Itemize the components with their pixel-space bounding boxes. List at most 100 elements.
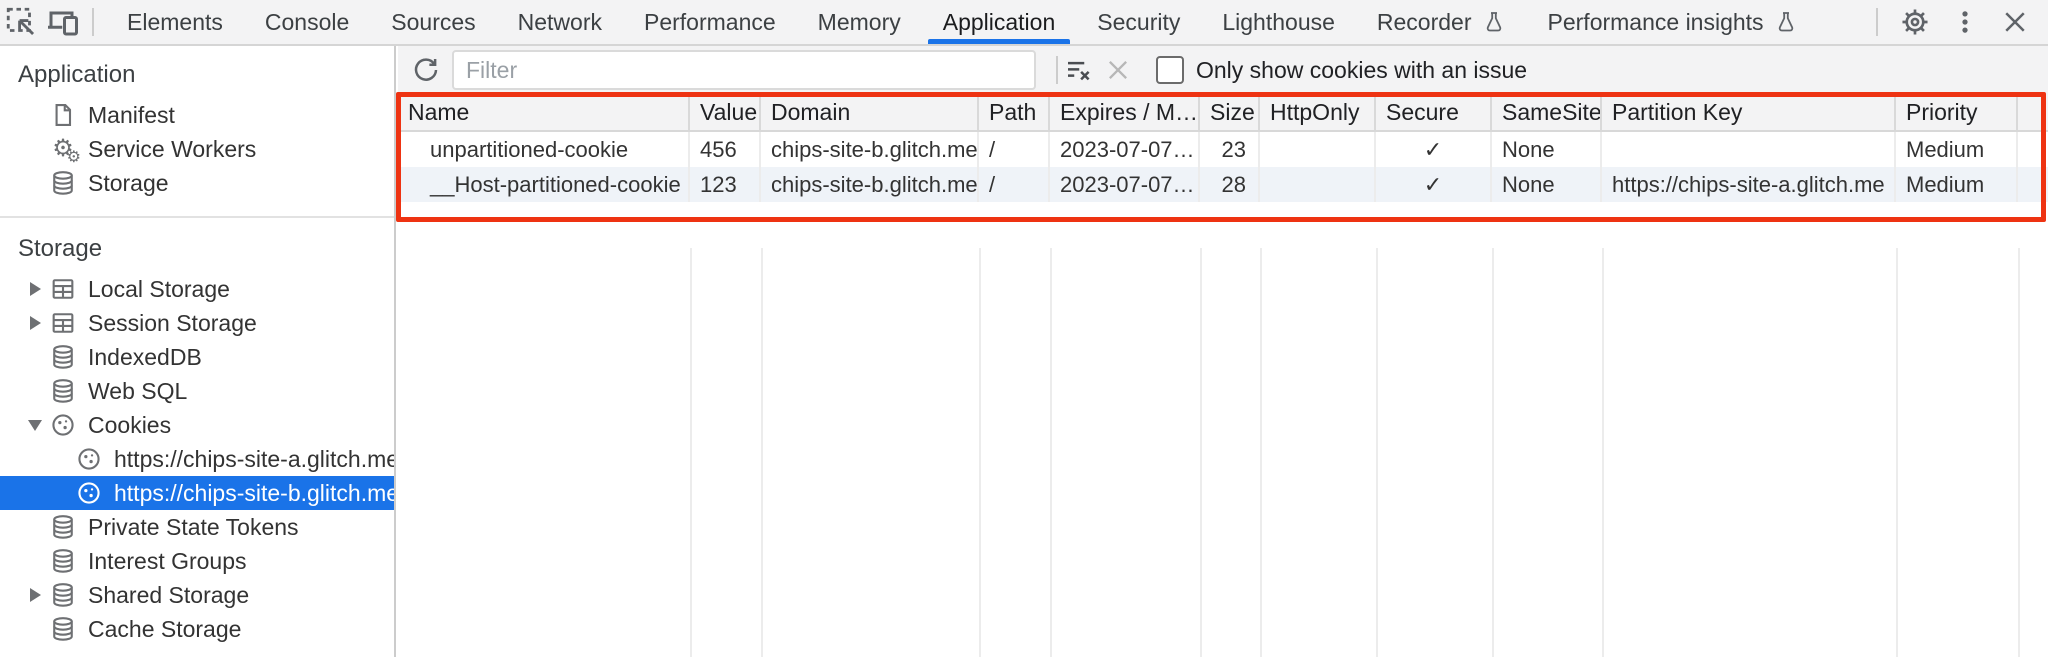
database-icon (48, 376, 78, 406)
cell-httponly[interactable] (1260, 132, 1376, 167)
sidebar-item-manifest[interactable]: Manifest (0, 98, 394, 132)
delete-selected-icon[interactable] (1098, 50, 1138, 90)
cell-partition-key[interactable] (1602, 132, 1896, 167)
inspect-element-icon[interactable] (0, 2, 42, 42)
cell-httponly[interactable] (1260, 167, 1376, 202)
sidebar-item-label: Session Storage (88, 309, 257, 336)
cell-size[interactable]: 28 (1200, 167, 1260, 202)
cell-value[interactable]: 123 (690, 167, 761, 202)
tab-security[interactable]: Security (1076, 0, 1201, 44)
tab-label: Sources (391, 8, 476, 35)
cell-path[interactable]: / (979, 167, 1050, 202)
sidebar-item-label: Local Storage (88, 275, 230, 302)
tab-recorder[interactable]: Recorder (1356, 0, 1527, 44)
column-header-value[interactable]: Value (690, 94, 761, 130)
column-header-httponly[interactable]: HttpOnly (1260, 94, 1376, 130)
sidebar-item-cookie-origin-a[interactable]: https://chips-site-a.glitch.me (0, 442, 394, 476)
sidebar-item-service-workers[interactable]: ⚙⚙ Service Workers (0, 132, 394, 166)
cell-samesite[interactable]: None (1492, 132, 1602, 167)
cell-partition-key[interactable]: https://chips-site-a.glitch.me (1602, 167, 1896, 202)
sidebar-item-cache-storage[interactable]: Cache Storage (0, 612, 394, 646)
sidebar-item-private-state-tokens[interactable]: Private State Tokens (0, 510, 394, 544)
cell-filler (2018, 132, 2048, 167)
column-header-domain[interactable]: Domain (761, 94, 979, 130)
tab-label: Performance (644, 8, 776, 35)
cell-name[interactable]: unpartitioned-cookie (398, 132, 690, 167)
sidebar-item-label: Manifest (88, 101, 175, 128)
expand-collapsed-icon[interactable] (22, 316, 48, 330)
tab-performance[interactable]: Performance (623, 0, 797, 44)
column-header-priority[interactable]: Priority (1896, 94, 2018, 130)
tab-label: Elements (127, 8, 223, 35)
settings-gear-icon[interactable] (1894, 2, 1936, 42)
database-icon (48, 614, 78, 644)
only-show-issue-checkbox[interactable] (1156, 56, 1184, 84)
tab-sources[interactable]: Sources (370, 0, 496, 44)
table-icon (48, 274, 78, 304)
cell-expires[interactable]: 2023-07-07… (1050, 132, 1200, 167)
sidebar-item-label: Web SQL (88, 377, 188, 404)
refresh-icon[interactable] (406, 50, 446, 90)
column-header-name[interactable]: Name (398, 94, 690, 130)
cell-expires[interactable]: 2023-07-07… (1050, 167, 1200, 202)
sidebar-item-label: https://chips-site-b.glitch.me (114, 479, 396, 506)
sidebar-item-interest-groups[interactable]: Interest Groups (0, 544, 394, 578)
sidebar-item-label: Interest Groups (88, 547, 247, 574)
column-header-path[interactable]: Path (979, 94, 1050, 130)
column-header-partition-key[interactable]: Partition Key (1602, 94, 1896, 130)
column-grid-line (1050, 248, 1052, 657)
cookie-icon (48, 410, 78, 440)
sidebar-item-storage[interactable]: Storage (0, 166, 394, 200)
cell-priority[interactable]: Medium (1896, 132, 2018, 167)
tab-network[interactable]: Network (497, 0, 623, 44)
close-devtools-icon[interactable] (1994, 2, 2036, 42)
sidebar-item-cookie-origin-b-selected[interactable]: https://chips-site-b.glitch.me (0, 476, 394, 510)
tab-lighthouse[interactable]: Lighthouse (1201, 0, 1356, 44)
cell-secure-checkmark[interactable]: ✓ (1376, 132, 1492, 167)
cell-size[interactable]: 23 (1200, 132, 1260, 167)
tab-performance-insights[interactable]: Performance insights (1527, 0, 1819, 44)
tab-application[interactable]: Application (922, 0, 1077, 44)
column-header-samesite[interactable]: SameSite (1492, 94, 1602, 130)
cookie-row-host-partitioned[interactable]: __Host-partitioned-cookie 123 chips-site… (398, 167, 2048, 202)
filter-input[interactable] (452, 50, 1036, 90)
sidebar-section-divider (0, 216, 394, 218)
cookie-row-unpartitioned[interactable]: unpartitioned-cookie 456 chips-site-b.gl… (398, 132, 2048, 167)
tab-memory[interactable]: Memory (797, 0, 922, 44)
tab-label: Network (517, 8, 602, 35)
clear-all-cookies-icon[interactable] (1058, 50, 1098, 90)
cell-domain[interactable]: chips-site-b.glitch.me (761, 132, 979, 167)
sidebar-item-label: Cache Storage (88, 615, 242, 642)
column-header-size[interactable]: Size (1200, 94, 1260, 130)
cell-path[interactable]: / (979, 132, 1050, 167)
expand-collapsed-icon[interactable] (22, 588, 48, 602)
more-options-kebab-icon[interactable] (1944, 2, 1986, 42)
tab-console[interactable]: Console (244, 0, 370, 44)
tab-elements[interactable]: Elements (106, 0, 244, 44)
tab-label: Application (942, 8, 1056, 35)
column-header-expires[interactable]: Expires / M… (1050, 94, 1200, 130)
column-header-filler (2018, 94, 2048, 130)
cell-name[interactable]: __Host-partitioned-cookie (398, 167, 690, 202)
sidebar-item-local-storage[interactable]: Local Storage (0, 272, 394, 306)
sidebar-item-web-sql[interactable]: Web SQL (0, 374, 394, 408)
cell-priority[interactable]: Medium (1896, 167, 2018, 202)
cell-samesite[interactable]: None (1492, 167, 1602, 202)
sidebar-item-indexeddb[interactable]: IndexedDB (0, 340, 394, 374)
cell-value[interactable]: 456 (690, 132, 761, 167)
application-sidebar: Application Manifest ⚙⚙ Service Workers (0, 46, 396, 657)
sidebar-item-label: Shared Storage (88, 581, 250, 608)
cookie-icon (74, 478, 104, 508)
device-toolbar-icon[interactable] (42, 2, 84, 42)
sidebar-item-cookies[interactable]: Cookies (0, 408, 394, 442)
column-header-secure[interactable]: Secure (1376, 94, 1492, 130)
cell-secure-checkmark[interactable]: ✓ (1376, 167, 1492, 202)
expand-expanded-icon[interactable] (22, 419, 48, 431)
table-icon (48, 308, 78, 338)
expand-collapsed-icon[interactable] (22, 282, 48, 296)
sidebar-item-shared-storage[interactable]: Shared Storage (0, 578, 394, 612)
sidebar-item-session-storage[interactable]: Session Storage (0, 306, 394, 340)
cookies-filter-bar: Only show cookies with an issue (398, 46, 2048, 94)
cell-domain[interactable]: chips-site-b.glitch.me (761, 167, 979, 202)
